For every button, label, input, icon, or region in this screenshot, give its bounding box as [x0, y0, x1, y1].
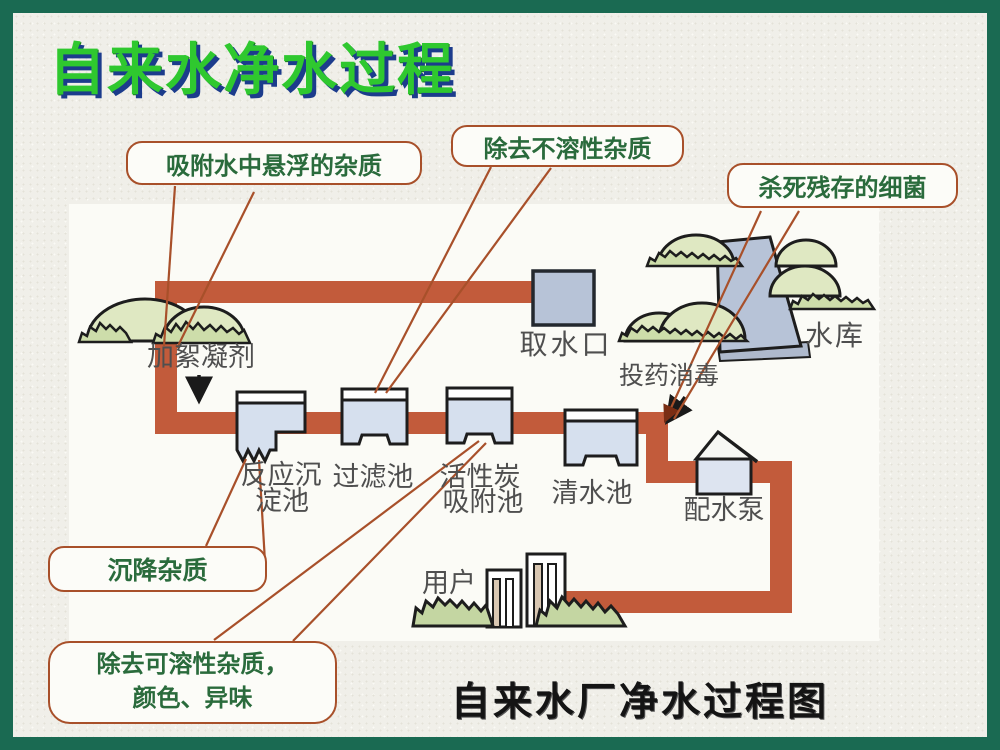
- callout-soluble-text: 除去可溶性杂质， 颜色、异味: [97, 649, 289, 716]
- user-buildings: [411, 552, 628, 629]
- reservoir-hills: [617, 233, 877, 343]
- callout-insoluble-text: 除去不溶性杂质: [483, 136, 652, 163]
- label-reservoir: 水库: [805, 320, 865, 352]
- clear-water-tank: [563, 408, 639, 467]
- label-intake: 取水口: [519, 329, 612, 361]
- callout-soluble-line2: 颜色、异味: [132, 685, 253, 712]
- label-filter-tank: 过滤池: [333, 462, 414, 492]
- left-hills: [77, 297, 252, 345]
- callout-adsorb-impurities: 吸附水中悬浮的杂质: [126, 141, 422, 185]
- callout-remove-insoluble: 除去不溶性杂质: [451, 125, 684, 167]
- pump-house: [692, 429, 759, 496]
- label-users: 用户: [422, 568, 476, 598]
- callout-kill-text: 杀死残存的细菌: [758, 176, 927, 202]
- callout-leader-lines: [162, 166, 800, 642]
- label-flocculant: 加絮凝剂: [147, 342, 255, 372]
- callout-adsorb-text: 吸附水中悬浮的杂质: [166, 153, 382, 180]
- callout-remove-soluble: 除去可溶性杂质， 颜色、异味: [48, 641, 337, 724]
- callout-kill-bacteria: 杀死残存的细菌: [727, 163, 958, 208]
- intake-box: [531, 269, 596, 327]
- label-pump: 配水泵: [684, 495, 765, 525]
- callout-settle-impurities: 沉降杂质: [48, 546, 267, 592]
- figure-caption: 自来水厂净水过程图: [451, 681, 830, 724]
- label-reaction-tank-line2: 淀池: [255, 486, 309, 516]
- reaction-sedimentation-tank: [235, 390, 307, 465]
- callout-soluble-line1: 除去可溶性杂质，: [96, 651, 289, 678]
- label-carbon-tank-line1: 活性炭: [440, 462, 521, 492]
- process-diagram: 加絮凝剂 取水口 水库 投药消毒 反应沉 淀池 过滤池 活性炭 吸附池 清水池 …: [69, 166, 879, 642]
- filter-tank: [340, 387, 409, 446]
- callout-settle-text: 沉降杂质: [107, 558, 208, 585]
- label-reaction-tank-line1: 反应沉: [241, 460, 322, 490]
- page-title: 自来水净水过程: [49, 40, 455, 102]
- activated-carbon-tank: [445, 386, 514, 445]
- label-carbon-tank-line2: 吸附池: [443, 487, 524, 517]
- label-clear-tank: 清水池: [552, 478, 633, 508]
- label-dosing: 投药消毒: [619, 362, 719, 390]
